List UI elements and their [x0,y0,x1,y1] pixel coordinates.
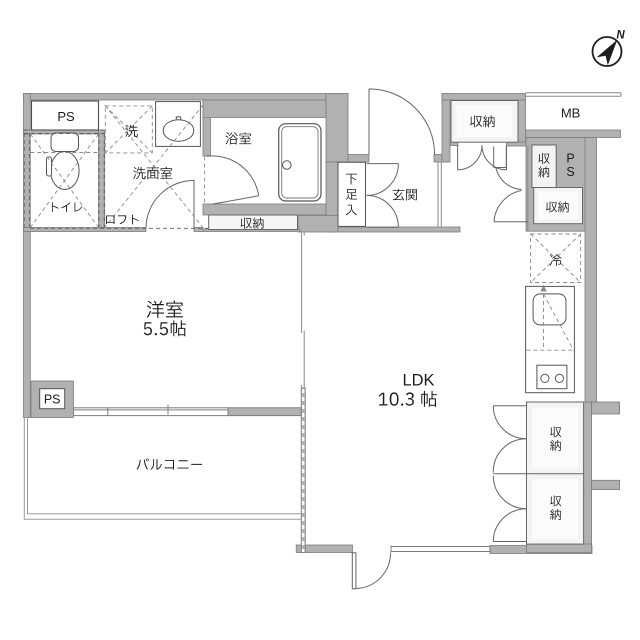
svg-text:MB: MB [561,106,581,121]
svg-text:N: N [616,30,625,42]
svg-text:LDK: LDK [402,372,434,390]
svg-text:P: P [566,152,574,166]
svg-text:PS: PS [57,109,75,124]
svg-text:PS: PS [44,393,61,407]
svg-text:S: S [566,165,574,179]
